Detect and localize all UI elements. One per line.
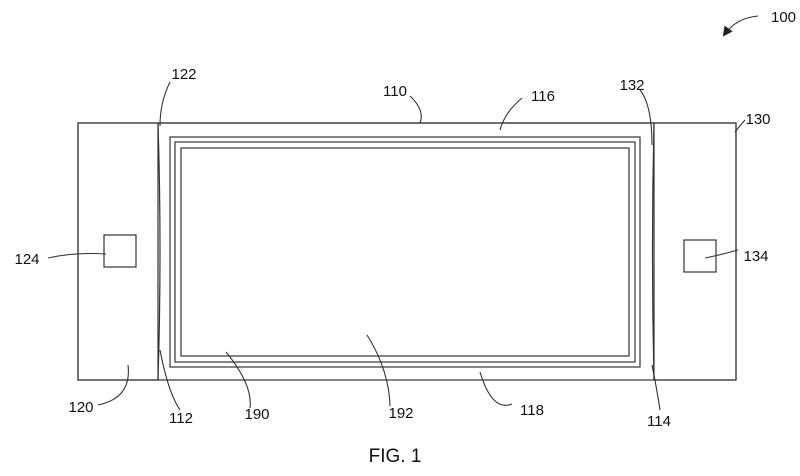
left-joint-edge: [157, 122, 161, 381]
ref-100: 100: [771, 9, 796, 26]
leader-100-arrow: [722, 15, 759, 37]
figure-caption: FIG. 1: [369, 446, 422, 467]
ref-122: 122: [171, 66, 196, 83]
ref-192: 192: [388, 405, 413, 422]
leader-124: [47, 252, 107, 259]
outer-frame: [169, 136, 641, 368]
device-outline: [77, 122, 737, 381]
leader-118: [479, 371, 513, 406]
leader-192: [366, 334, 391, 407]
leader-112: [159, 349, 181, 411]
ref-132: 132: [619, 77, 644, 94]
leader-130: [734, 119, 746, 133]
ref-112: 112: [169, 410, 193, 427]
leader-190: [225, 351, 251, 409]
inner-frame: [180, 147, 630, 357]
ref-116: 116: [531, 88, 555, 105]
ref-114: 114: [647, 413, 671, 430]
leader-122: [159, 81, 171, 127]
leader-132: [639, 89, 653, 146]
middle-frame: [174, 141, 636, 363]
right-end-section: [653, 122, 737, 381]
ref-110: 110: [383, 83, 407, 100]
leader-114: [651, 364, 661, 411]
ref-118: 118: [520, 402, 544, 419]
ref-134: 134: [743, 248, 768, 265]
ref-124: 124: [14, 251, 39, 268]
leader-134: [704, 249, 739, 259]
left-end-section: [77, 122, 159, 381]
leader-120: [97, 364, 129, 406]
leader-110: [409, 95, 422, 124]
ref-190: 190: [244, 406, 269, 423]
right-pad: [683, 239, 717, 273]
ref-130: 130: [745, 111, 770, 128]
leader-116: [499, 97, 523, 131]
right-joint-edge: [651, 122, 655, 381]
left-pad: [103, 234, 137, 268]
ref-120: 120: [68, 399, 93, 416]
